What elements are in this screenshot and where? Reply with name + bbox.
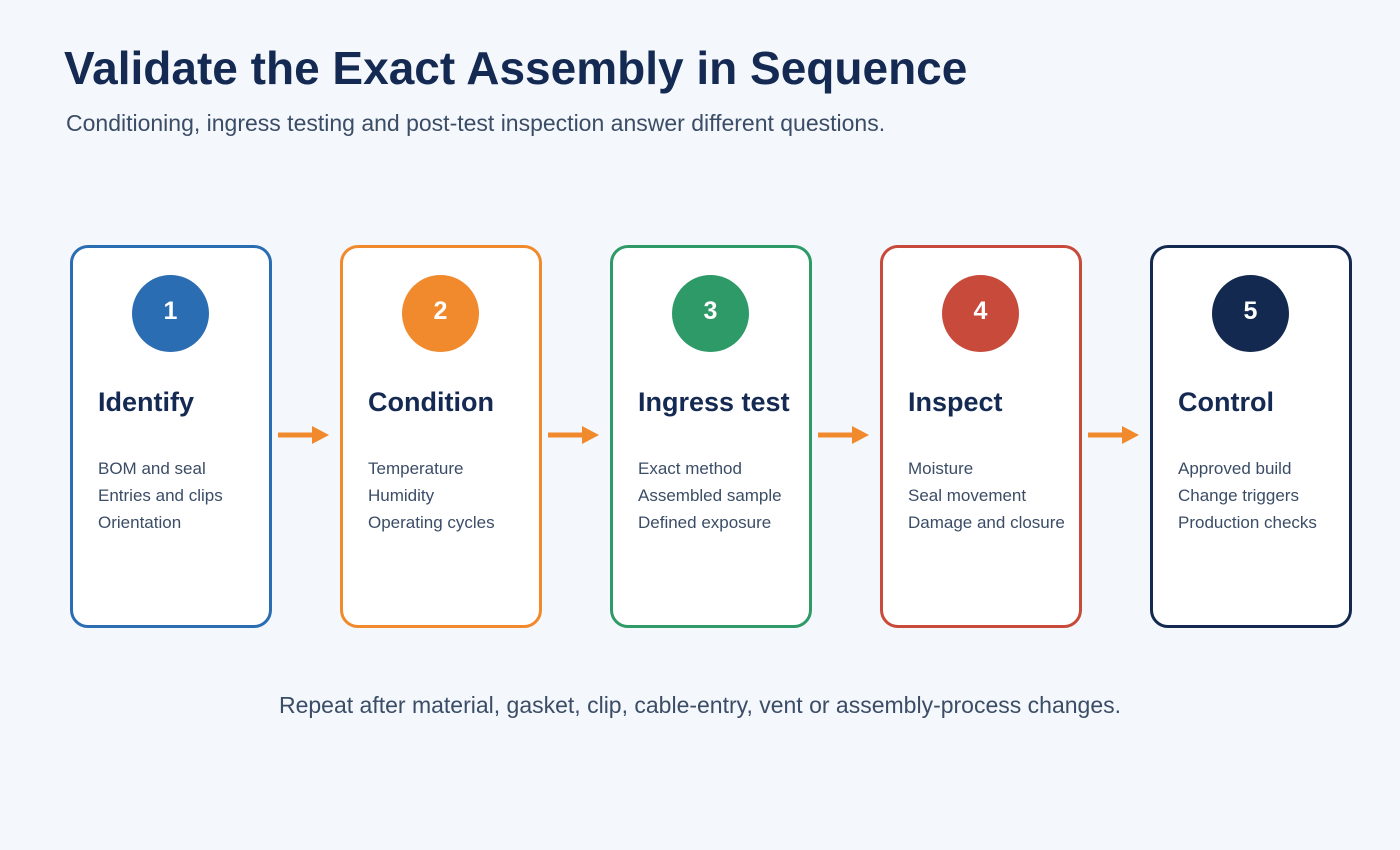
step-title: Ingress test (638, 387, 790, 417)
step-title: Control (1178, 387, 1274, 417)
step-title: Inspect (908, 387, 1003, 417)
step-card-identify: 1 Identify BOM and seal Entries and clip… (70, 245, 272, 628)
step-item: Temperature (368, 459, 464, 478)
arrow-right-icon (818, 426, 869, 444)
step-title: Condition (368, 387, 494, 417)
step-item: Approved build (1178, 459, 1292, 478)
step-item: Damage and closure (908, 513, 1065, 532)
arrow-right-icon (548, 426, 599, 444)
step-card-inspect: 4 Inspect Moisture Seal movement Damage … (880, 245, 1082, 628)
step-title: Identify (98, 387, 195, 417)
step-items: Moisture Seal movement Damage and closur… (908, 455, 1065, 536)
step-number-badge: 4 (942, 275, 1019, 352)
footer-note: Repeat after material, gasket, clip, cab… (278, 692, 1121, 718)
step-number-badge: 5 (1212, 275, 1289, 352)
step-item: Change triggers (1178, 486, 1299, 505)
step-item: Defined exposure (638, 513, 772, 532)
step-item: Seal movement (908, 486, 1027, 505)
step-card-control: 5 Control Approved build Change triggers… (1150, 245, 1352, 628)
step-card-ingress-test: 3 Ingress test Exact method Assembled sa… (610, 245, 812, 628)
step-item: Assembled sample (638, 486, 782, 505)
step-card-condition: 2 Condition Temperature Humidity Operati… (340, 245, 542, 628)
step-items: Approved build Change triggers Productio… (1178, 455, 1317, 536)
arrow-right-icon (278, 426, 329, 444)
step-item: BOM and seal (98, 459, 206, 478)
arrow-right-icon (1088, 426, 1139, 444)
page-subtitle: Conditioning, ingress testing and post-t… (66, 110, 886, 136)
step-number-badge: 1 (132, 275, 209, 352)
step-item: Moisture (908, 459, 974, 478)
step-item: Production checks (1178, 513, 1317, 532)
step-item: Orientation (98, 513, 182, 532)
step-items: Exact method Assembled sample Defined ex… (638, 455, 782, 536)
step-items: Temperature Humidity Operating cycles (368, 455, 495, 536)
step-item: Operating cycles (368, 513, 495, 532)
step-number-badge: 3 (672, 275, 749, 352)
page-title: Validate the Exact Assembly in Sequence (64, 42, 968, 94)
step-number-badge: 2 (402, 275, 479, 352)
step-items: BOM and seal Entries and clips Orientati… (98, 455, 223, 536)
step-item: Exact method (638, 459, 742, 478)
step-item: Entries and clips (98, 486, 223, 505)
step-item: Humidity (368, 486, 435, 505)
